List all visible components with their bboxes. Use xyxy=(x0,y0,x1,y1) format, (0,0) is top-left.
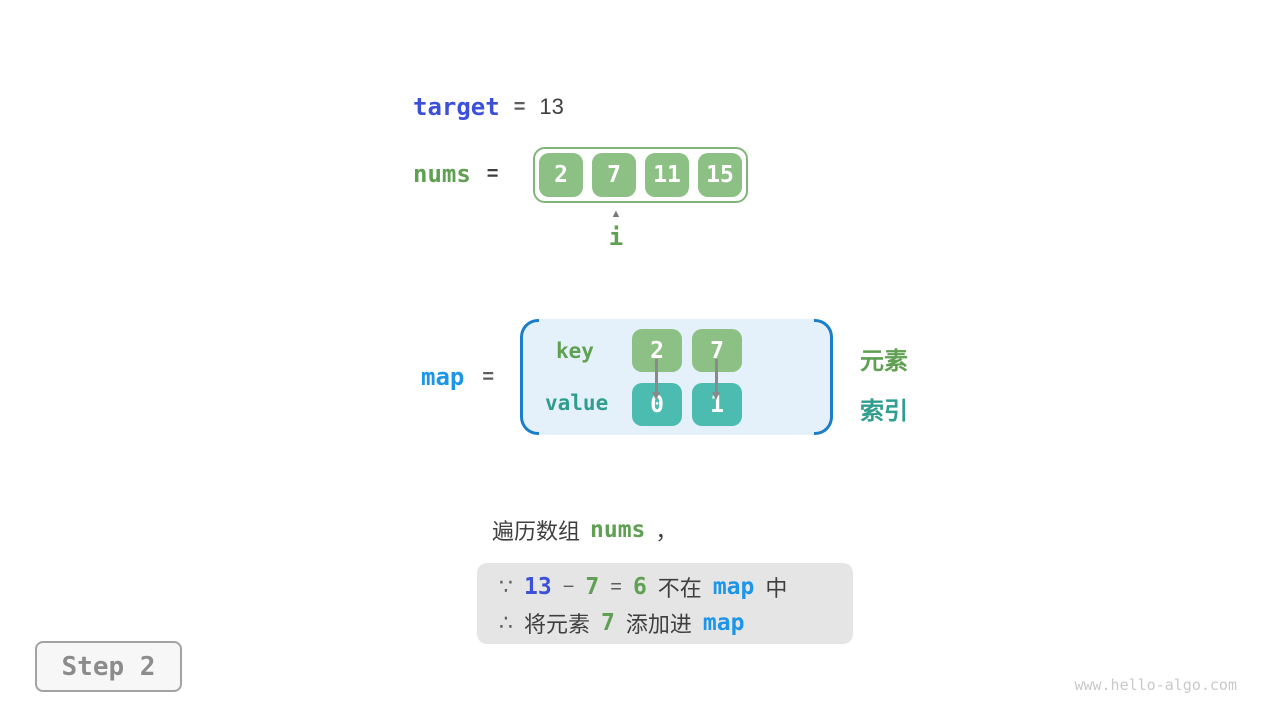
equals-sign: = xyxy=(610,575,622,598)
therefore-symbol: ∴ xyxy=(499,610,513,635)
index-label: 索引 xyxy=(860,398,908,425)
nums-label-row: nums = xyxy=(413,160,498,188)
right-bracket-icon xyxy=(814,319,833,435)
reason-box: ∵ 13 − 7 = 6 不在 map 中 ∴ 将元素 7 添加进 map xyxy=(477,563,853,644)
map-variable: map xyxy=(421,363,465,391)
key-row-label: key xyxy=(556,339,594,363)
target-value: 13 xyxy=(539,94,564,119)
value-row-label: value xyxy=(545,391,609,415)
element-label: 元素 xyxy=(860,348,908,375)
map-container: key value 2 7 0 1 xyxy=(520,319,833,435)
in-suffix-text: 中 xyxy=(765,576,788,601)
nums-variable: nums xyxy=(413,160,471,188)
equals-sign: = xyxy=(486,162,499,185)
array-cell-2: 11 xyxy=(645,153,689,197)
because-symbol: ∵ xyxy=(499,574,513,599)
equals-sign: = xyxy=(482,365,495,388)
caption-comma: ， xyxy=(655,519,678,544)
prefix-text: 将元素 xyxy=(524,612,591,637)
caption-code-nums: nums xyxy=(590,517,646,543)
subtrahend: 7 xyxy=(585,574,600,600)
watermark: www.hello-algo.com xyxy=(1074,676,1237,694)
minuend: 13 xyxy=(524,574,552,600)
map-code: map xyxy=(712,574,755,600)
step-badge: Step 2 xyxy=(35,641,182,692)
suffix-text: 添加进 xyxy=(625,612,692,637)
target-variable: target xyxy=(413,93,500,121)
target-row: target = 13 xyxy=(413,93,564,121)
difference: 6 xyxy=(632,574,647,600)
minus-sign: − xyxy=(562,575,575,598)
caption: 遍历数组 nums ， xyxy=(492,514,677,546)
up-arrow-icon: ▲ xyxy=(610,208,622,220)
equals-sign: = xyxy=(513,95,526,118)
pointer-label: i xyxy=(608,223,624,251)
map-label-row: map = xyxy=(421,363,494,391)
left-bracket-icon xyxy=(520,319,539,435)
reason-line-2: ∴ 将元素 7 添加进 map xyxy=(499,605,853,641)
nums-array: 2 7 11 15 xyxy=(533,147,748,203)
array-cell-0: 2 xyxy=(539,153,583,197)
array-cell-3: 15 xyxy=(698,153,742,197)
added-value: 7 xyxy=(601,610,615,636)
index-pointer: ▲ i xyxy=(592,208,640,250)
caption-text: 遍历数组 xyxy=(492,519,581,544)
not-in-text: 不在 xyxy=(657,576,702,601)
map-code: map xyxy=(702,610,745,636)
reason-line-1: ∵ 13 − 7 = 6 不在 map 中 xyxy=(499,569,853,605)
array-cell-1: 7 xyxy=(592,153,636,197)
